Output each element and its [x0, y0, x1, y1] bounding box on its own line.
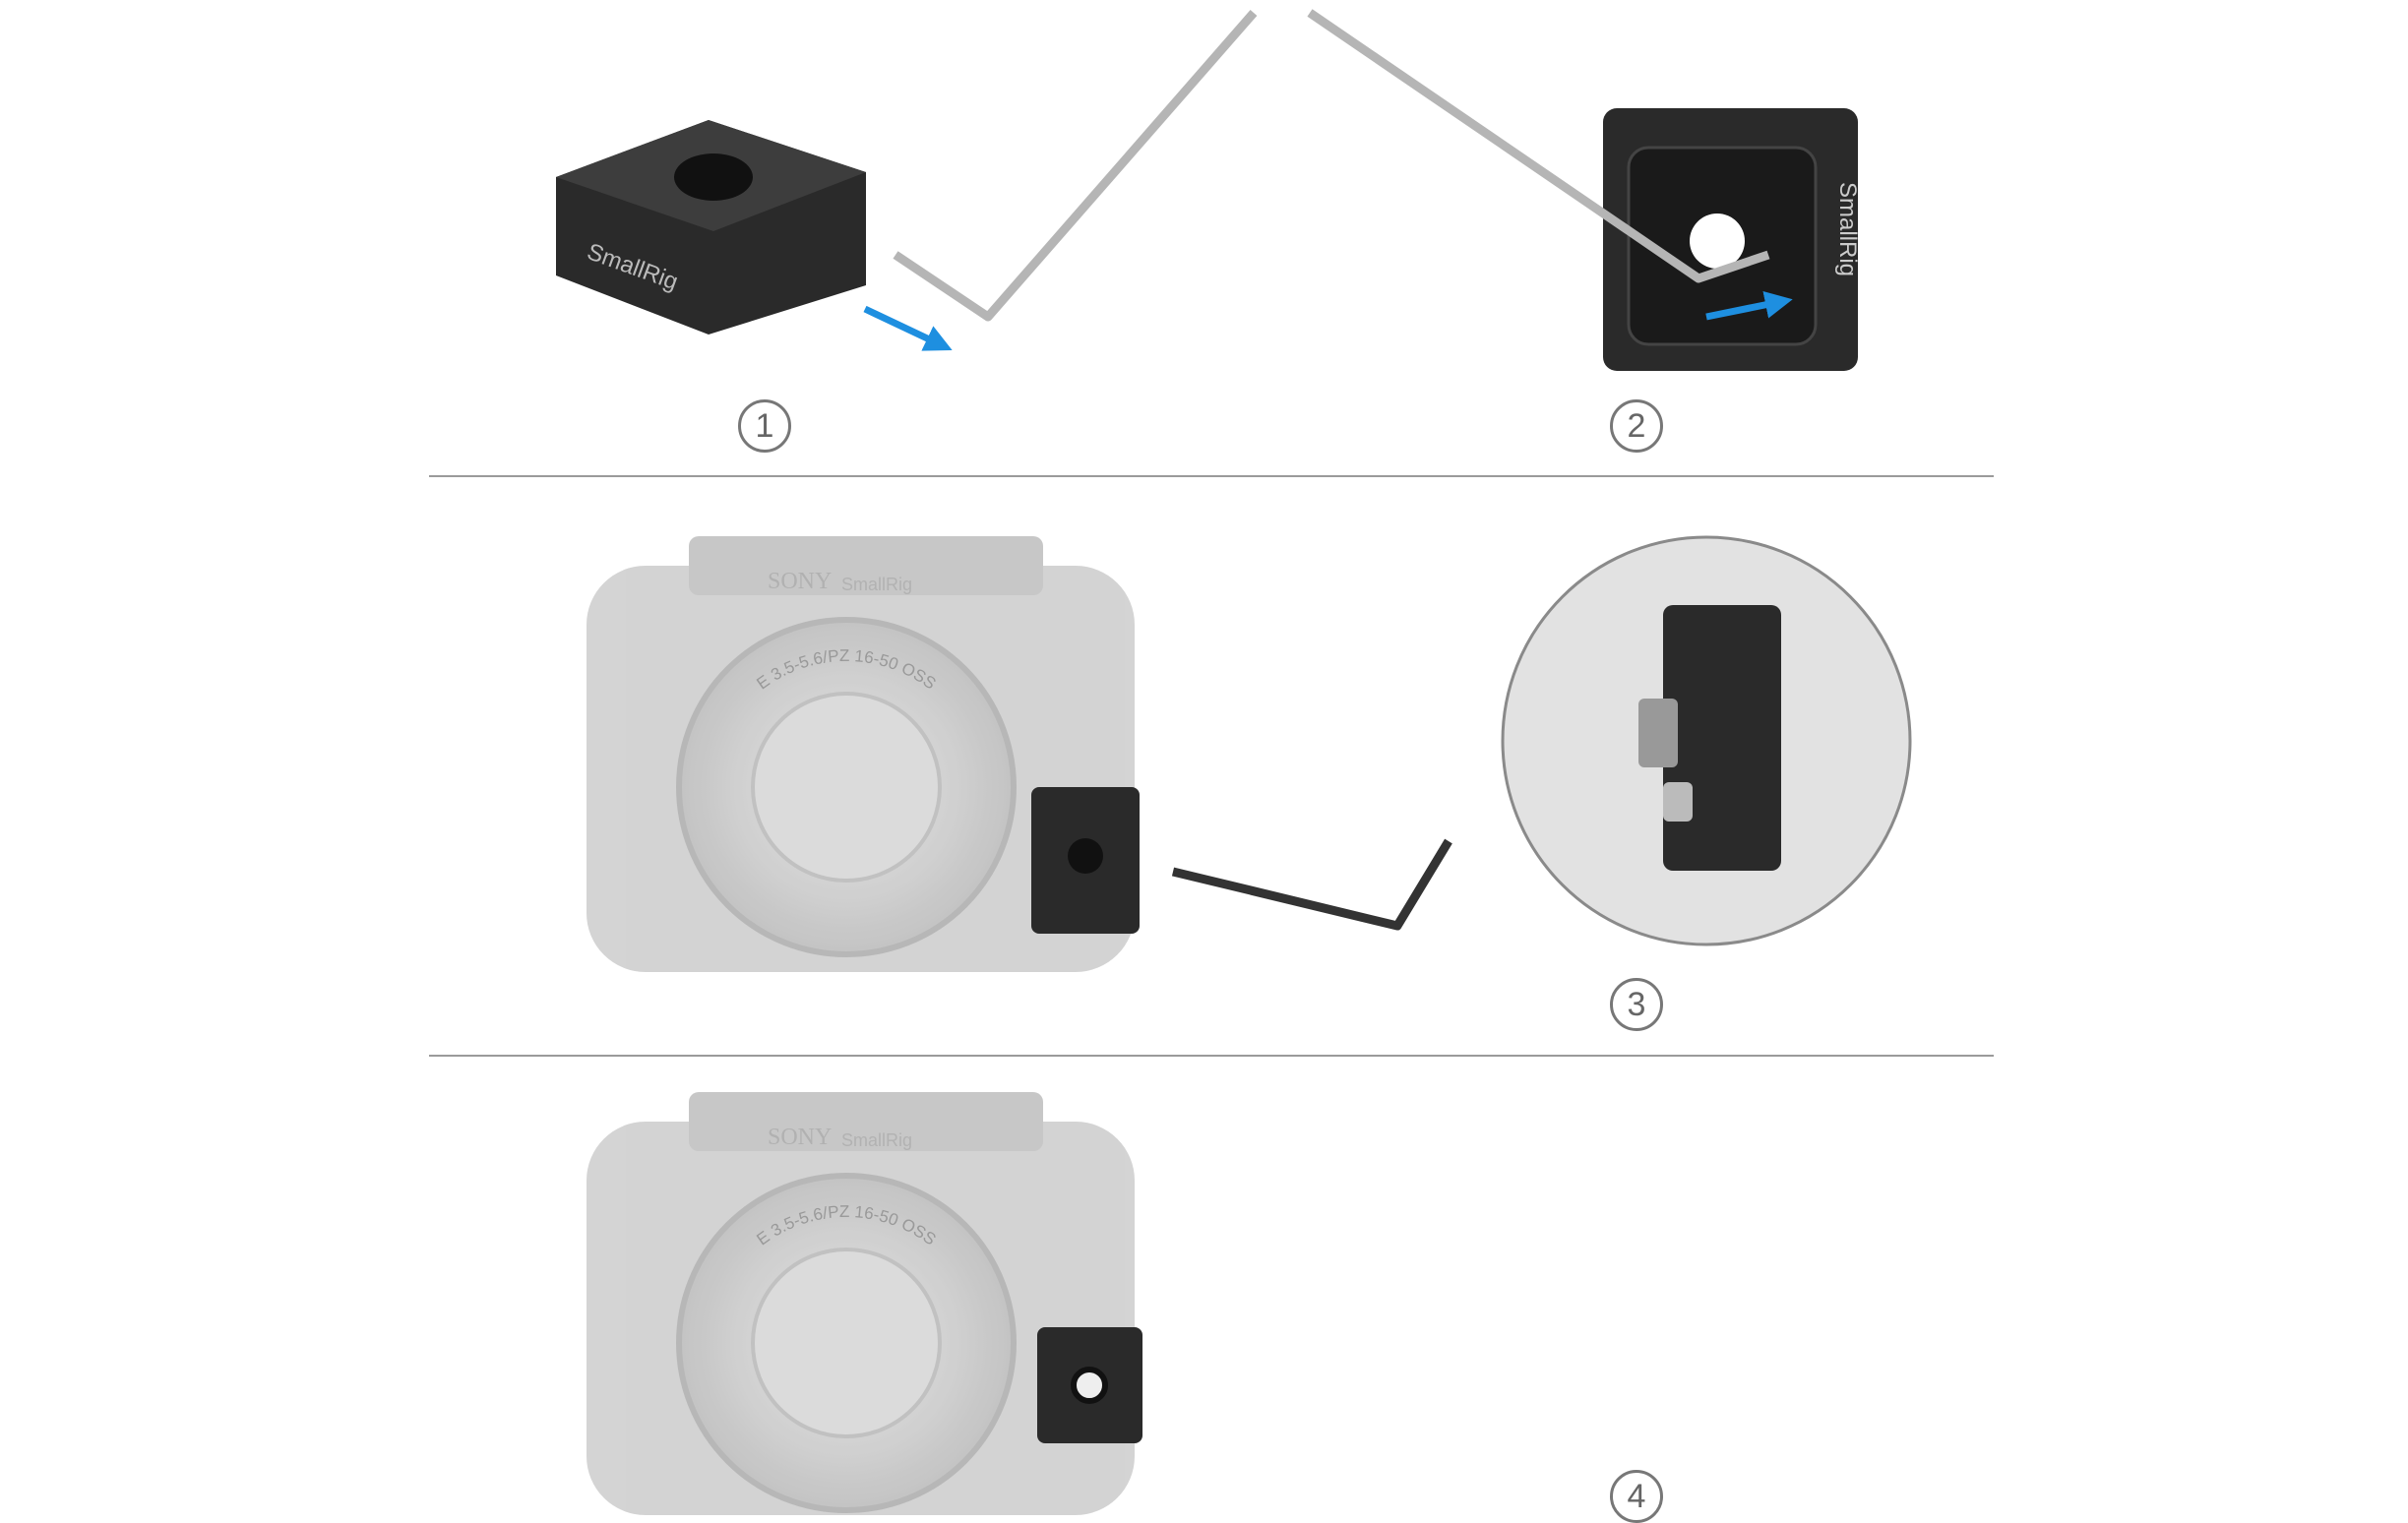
camera-with-cage: E 3.5-5.6/PZ 16-50 OSS SONY SmallRig — [587, 536, 1135, 972]
detail-magnifier — [1501, 535, 1912, 946]
arrow-icon — [1705, 291, 1793, 321]
step-number-3: 3 — [1610, 978, 1663, 1031]
step-number-2: 2 — [1610, 399, 1663, 453]
divider — [429, 475, 1994, 477]
step-1-illustration: SmallRig — [556, 10, 1258, 351]
step-2-illustration: SmallRig — [1307, 9, 1861, 371]
camera-with-cage: E 3.5-5.6/PZ 16-50 OSS SONY SmallRig — [587, 1092, 1135, 1515]
hex-key — [1307, 9, 1770, 283]
svg-text:SONY: SONY — [768, 569, 832, 594]
svg-text:SmallRig: SmallRig — [1834, 182, 1861, 276]
svg-text:SmallRig: SmallRig — [841, 1130, 912, 1150]
step-4-illustration: E 3.5-5.6/PZ 16-50 OSS SONY SmallRig — [587, 1092, 1142, 1515]
svg-text:SmallRig: SmallRig — [841, 575, 912, 594]
svg-text:SONY: SONY — [768, 1125, 832, 1150]
divider — [429, 1055, 1994, 1057]
hex-key — [893, 10, 1258, 322]
step-3-illustration: E 3.5-5.6/PZ 16-50 OSS SONY SmallRig — [587, 535, 1912, 972]
arrow-icon — [863, 305, 953, 351]
hex-key — [1171, 838, 1452, 931]
step-number-1: 1 — [738, 399, 791, 453]
